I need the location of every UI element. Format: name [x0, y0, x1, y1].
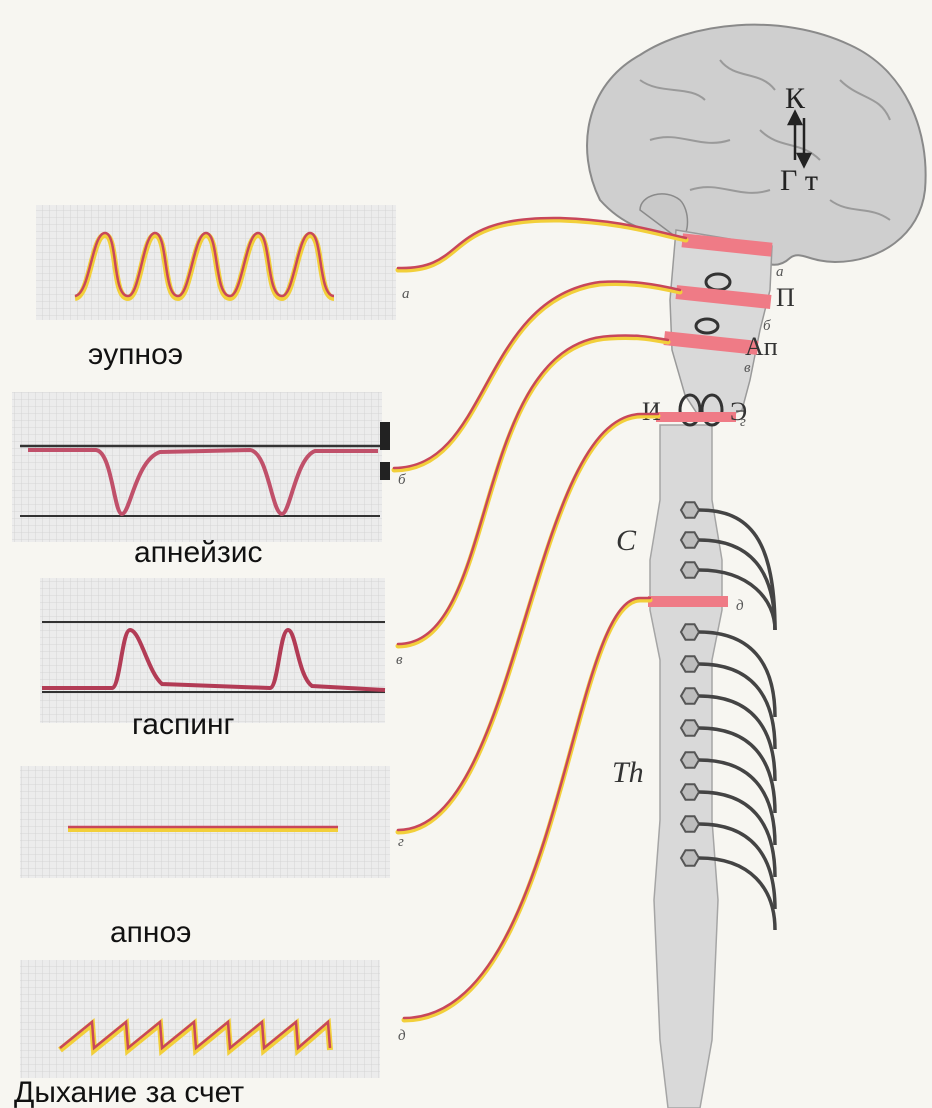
panel-v-label: гаспинг — [132, 708, 235, 741]
panel-d-marker: д — [398, 1028, 406, 1044]
ganglion-icon — [681, 656, 699, 672]
connector-lines — [394, 218, 686, 1020]
cut-marker-b: б — [763, 318, 771, 334]
cut-marker-a: а — [776, 264, 784, 280]
ganglion-icon — [681, 816, 699, 832]
brainstem-shape — [670, 230, 772, 420]
cut-marker-v: в — [744, 360, 751, 376]
panel-b-background — [12, 392, 382, 542]
brainstem: П Ап И Э а б в г д C Th — [612, 230, 795, 1108]
panel-g-label: апноэ — [110, 916, 192, 949]
hypothalamus-label: Г т — [780, 164, 818, 197]
panel-a: а эупноэ — [36, 205, 410, 371]
ganglion-icon — [681, 752, 699, 768]
pons-label: П — [776, 283, 795, 312]
ganglion-icon — [681, 562, 699, 578]
panel-d-label: Дыхание за счет — [14, 1076, 244, 1108]
panel-v: в гаспинг — [40, 578, 403, 741]
panel-d-background — [20, 960, 380, 1078]
panel-g-marker: г — [398, 834, 404, 850]
cervical-label: C — [616, 524, 637, 557]
thoracic-label: Th — [612, 756, 644, 789]
panel-b-label: апнейзис — [134, 536, 262, 569]
ganglion-icon — [681, 688, 699, 704]
apneustic-label: Ап — [745, 332, 778, 361]
connector-b — [394, 281, 680, 470]
panel-a-label: эупноэ — [88, 338, 183, 371]
panel-b-marker: б — [398, 472, 406, 488]
panel-g-background — [20, 766, 390, 878]
ganglion-icon — [681, 624, 699, 640]
panel-d: д Дыхание за счет — [14, 960, 406, 1108]
ganglion-icon — [681, 784, 699, 800]
ganglion-icon — [681, 850, 699, 866]
panel-v-background — [40, 578, 385, 723]
panel-b: б апнейзис — [12, 392, 406, 569]
ganglion-icon — [681, 532, 699, 548]
panel-v-marker: в — [396, 652, 403, 668]
inspiratory-label: И — [642, 397, 661, 426]
ganglion-icon — [681, 720, 699, 736]
cut-marker-g: г — [740, 414, 746, 430]
panel-a-marker: а — [402, 286, 410, 302]
cortex-label: К — [785, 82, 806, 115]
ganglion-icon — [681, 502, 699, 518]
panel-g: г апноэ — [20, 766, 404, 949]
cut-marker-d: д — [736, 598, 744, 614]
